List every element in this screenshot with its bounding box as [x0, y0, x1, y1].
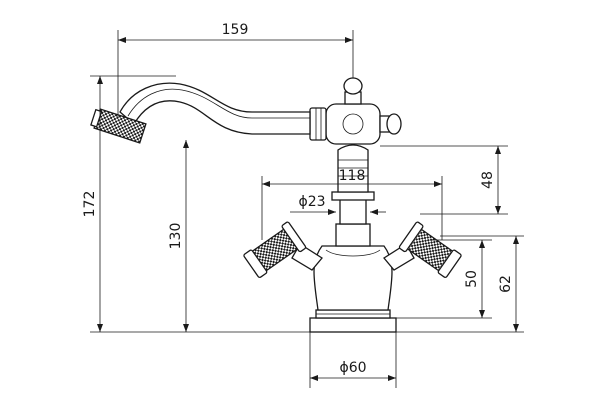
spout-collar	[309, 107, 327, 141]
label-spout-reach: 159	[222, 22, 249, 38]
label-total-height: 172	[82, 191, 98, 218]
label-handle-height: 50	[464, 270, 480, 288]
stem-collar	[331, 191, 375, 201]
stem-upper	[337, 144, 369, 193]
stem-middle	[339, 197, 367, 225]
base-plate	[309, 317, 397, 333]
top-knob	[343, 77, 363, 95]
left-handle	[243, 221, 307, 278]
main-body	[313, 245, 393, 311]
faucet-outline	[90, 77, 462, 333]
label-top-height: 48	[480, 171, 496, 189]
dimension-lines	[90, 30, 524, 388]
spout	[119, 82, 311, 135]
dimension-labels: 159 172 130 118 ϕ23 48 50 62 ϕ60	[82, 22, 514, 376]
top-hub	[325, 103, 381, 145]
label-spout-height: 130	[168, 223, 184, 250]
side-knob	[386, 113, 402, 135]
label-base-diameter: ϕ60	[339, 360, 366, 376]
label-handle-span: 118	[339, 168, 366, 184]
label-stem-diameter: ϕ23	[298, 194, 325, 210]
stem-lower	[335, 223, 371, 247]
label-handle-top-height: 62	[498, 275, 514, 293]
aerator	[90, 108, 147, 144]
